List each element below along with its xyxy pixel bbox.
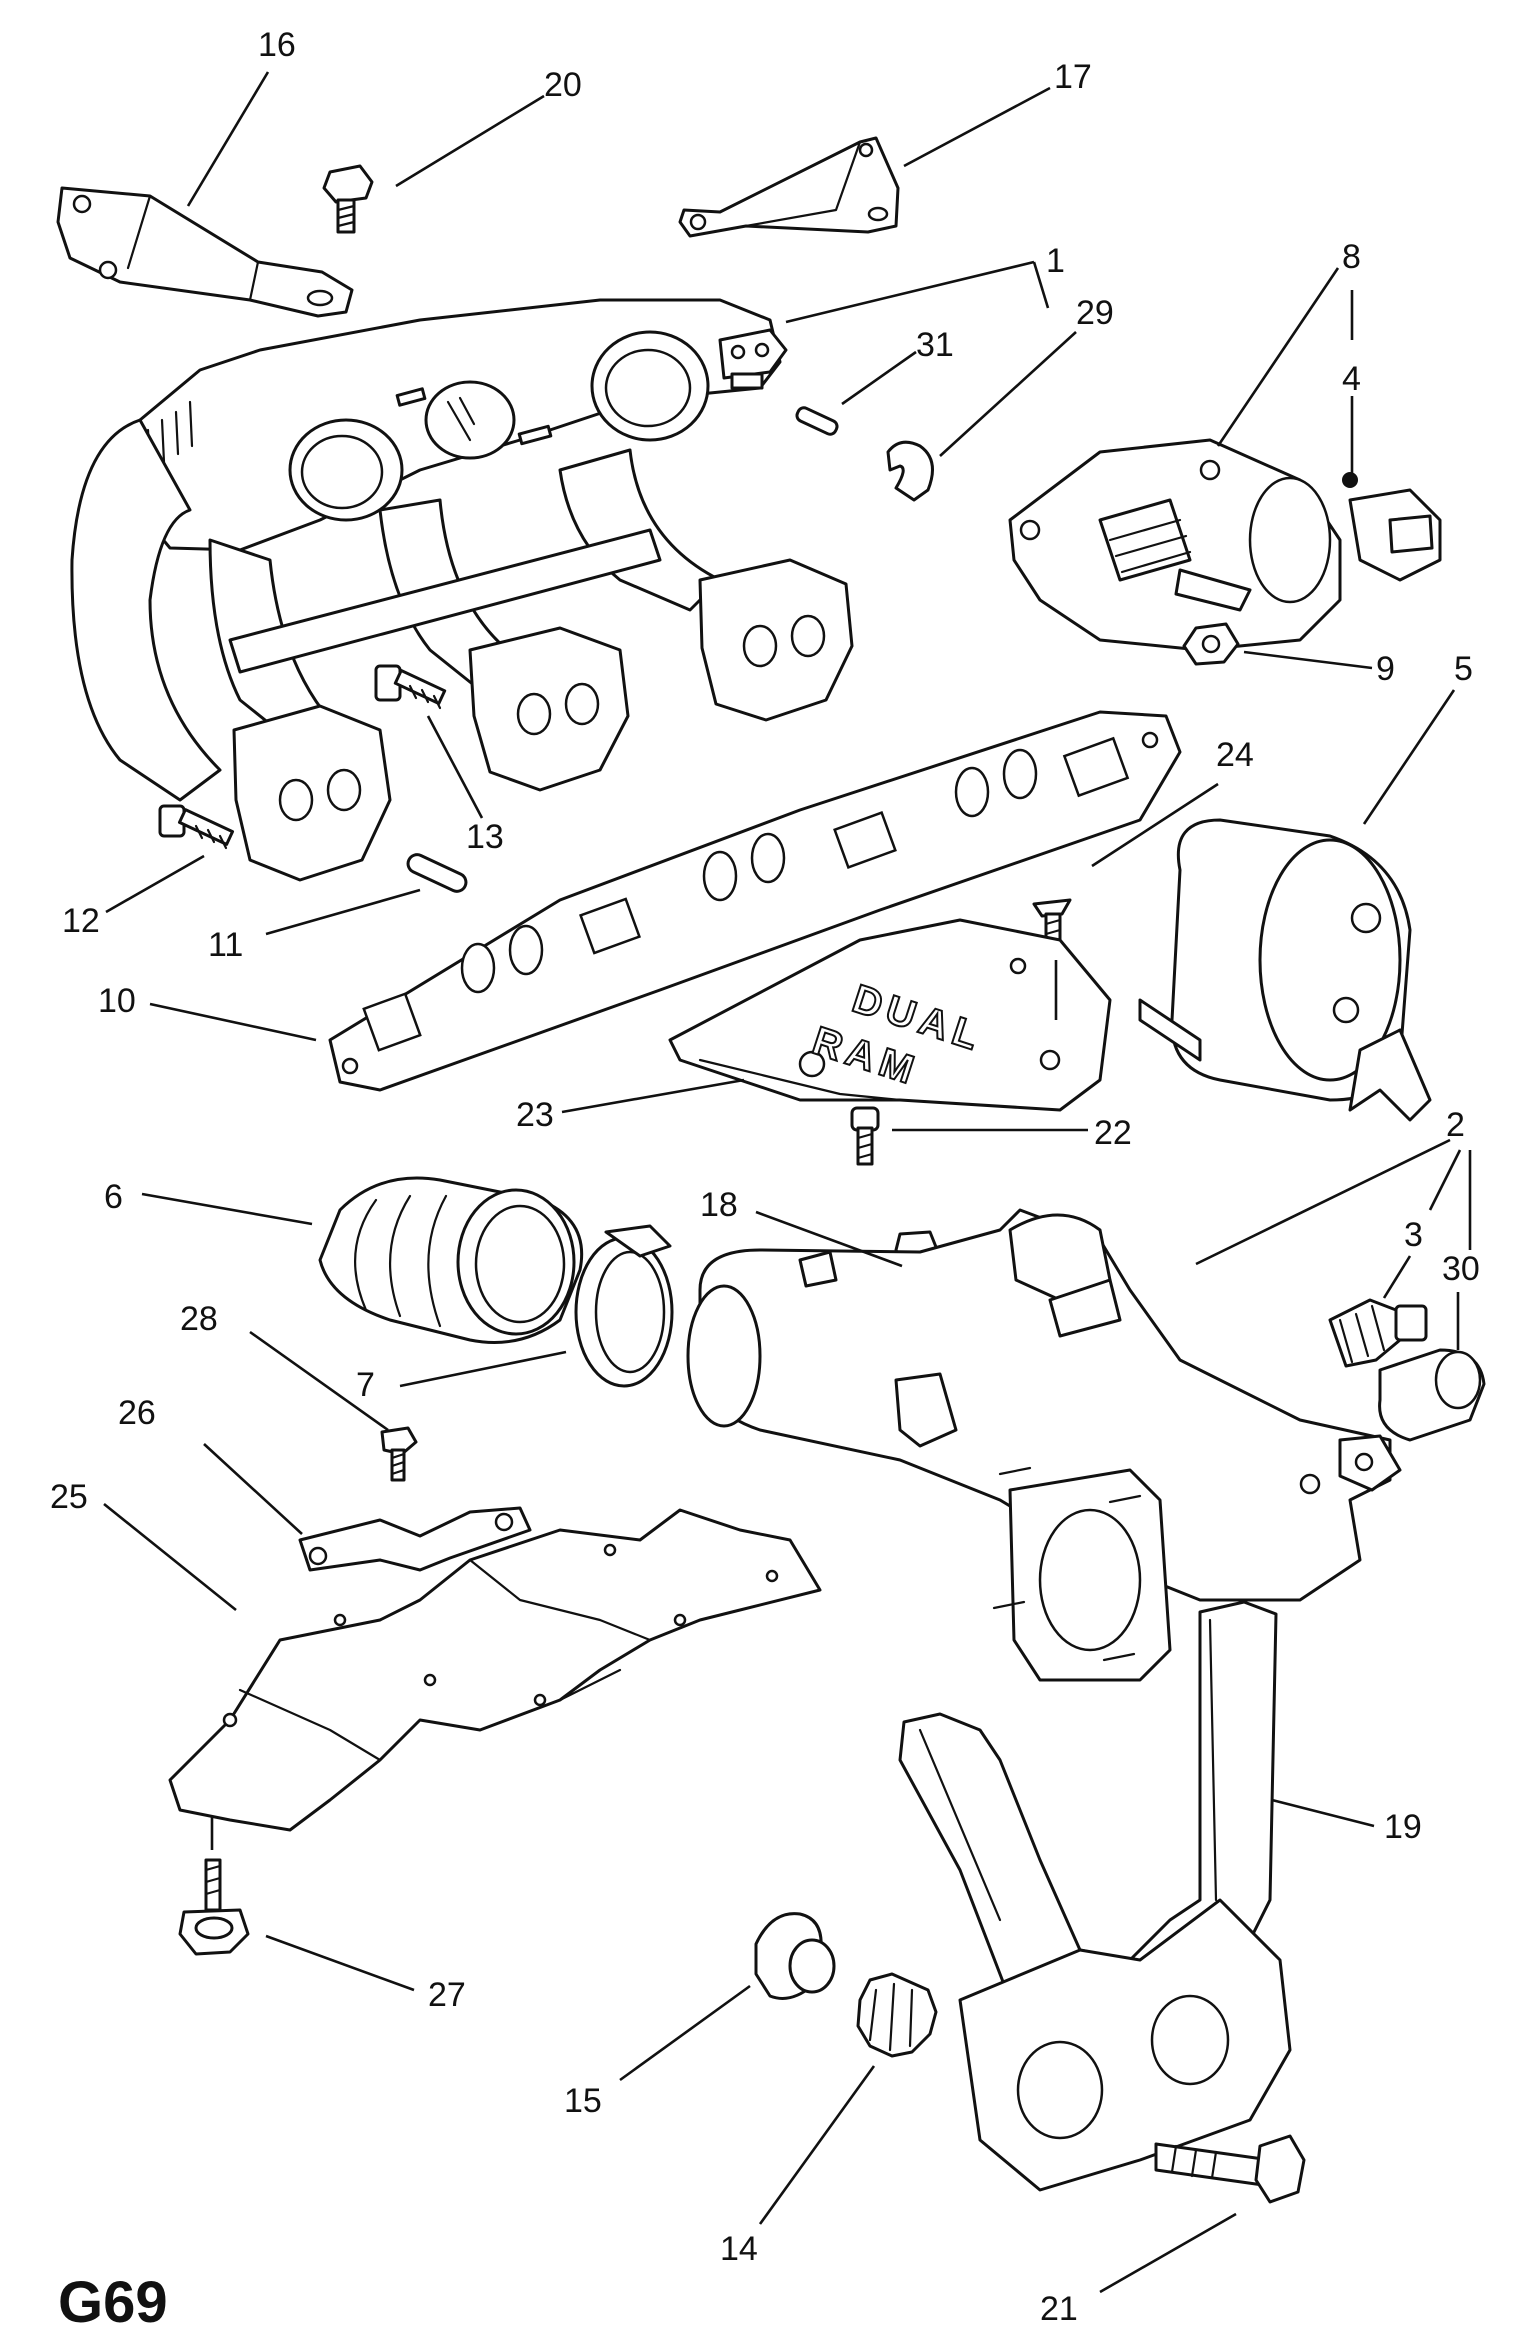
callout-25: 25 (50, 1478, 88, 1516)
leader-17 (903, 86, 1051, 168)
nut-part-9 (1182, 622, 1240, 666)
leader-28 (249, 1330, 389, 1432)
sleeve-part-30 (1378, 1348, 1486, 1442)
callout-12: 12 (62, 902, 100, 940)
callout-30: 30 (1442, 1250, 1480, 1288)
leader-1 (785, 260, 1035, 324)
leader-6 (141, 1192, 313, 1226)
support-bracket-part-19 (898, 1600, 1292, 2192)
leader-27 (265, 1934, 415, 1992)
callout-21: 21 (1040, 2290, 1078, 2328)
leader-31 (841, 350, 917, 406)
callout-28: 28 (180, 1300, 218, 1338)
leader-26 (203, 1443, 303, 1535)
dowel-part-11 (406, 853, 468, 893)
strap-part-26 (298, 1506, 532, 1572)
leader-15 (619, 1984, 751, 2082)
callout-14: 14 (720, 2230, 758, 2268)
leader-10 (149, 1002, 317, 1042)
stud-part-13 (374, 664, 447, 710)
leader-24 (1091, 782, 1219, 868)
leader-2 (1195, 1138, 1451, 1266)
shield-part-25 (168, 1508, 822, 1832)
callout-15: 15 (564, 2082, 602, 2120)
callout-3: 3 (1404, 1216, 1423, 1254)
callout-22: 22 (1094, 1114, 1132, 1152)
canister-part-5 (1138, 818, 1432, 1122)
callout-16: 16 (258, 26, 296, 64)
bolt-part-22 (850, 1106, 880, 1166)
callout-2: 2 (1446, 1106, 1465, 1144)
gasket-part-10 (328, 710, 1182, 1092)
bracket-part-16 (56, 186, 354, 318)
leader-lines (103, 71, 1472, 2294)
leader-20 (395, 94, 545, 188)
leader-29 (939, 331, 1077, 457)
callout-17: 17 (1054, 58, 1092, 96)
callout-19: 19 (1384, 1808, 1422, 1846)
callout-23: 23 (516, 1096, 554, 1134)
leader-3 (1382, 1255, 1412, 1299)
leader-25 (103, 1502, 237, 1612)
hose-part-29 (886, 440, 934, 502)
diagram-identifier: G69 (58, 2270, 168, 2335)
leader-18 (755, 1210, 903, 1268)
nipple-part-3 (1328, 1298, 1428, 1368)
air-box-part-2 (686, 1208, 1402, 1682)
callout-10: 10 (98, 982, 136, 1020)
leader-5 (1362, 689, 1456, 825)
leader-11 (265, 888, 421, 936)
leader-2b (1428, 1149, 1462, 1211)
callout-26: 26 (118, 1394, 156, 1432)
callout-13: 13 (466, 818, 504, 856)
pin-part-31 (795, 406, 839, 436)
leader-9 (1243, 650, 1373, 670)
bolt-part-21 (1154, 2134, 1306, 2204)
hose-clamp-part-7 (574, 1224, 674, 1388)
bush-part-14 (856, 1972, 938, 2058)
callout-31: 31 (916, 326, 954, 364)
throttle-housing-part-8 (1008, 438, 1442, 652)
callout-9: 9 (1376, 650, 1395, 688)
bracket-part-17 (678, 136, 900, 238)
leader-12 (105, 854, 205, 914)
leader-19 (1271, 1798, 1375, 1828)
callout-6: 6 (104, 1178, 123, 1216)
callout-1: 1 (1046, 242, 1065, 280)
callout-27: 27 (428, 1976, 466, 2014)
callout-5: 5 (1454, 650, 1473, 688)
callout-4: 4 (1342, 360, 1361, 398)
leader-21 (1099, 2212, 1237, 2294)
leader-23 (561, 1078, 745, 1114)
callout-18: 18 (700, 1186, 738, 1224)
inlet-manifold-part-1 (70, 298, 854, 882)
callout-24: 24 (1216, 736, 1254, 774)
callout-numbers: 16 20 17 1 31 29 8 4 9 5 24 13 12 11 10 … (50, 26, 1480, 2328)
screw-part-28 (380, 1426, 418, 1482)
bolt-part-20 (322, 164, 374, 234)
leader-1b (1032, 261, 1050, 309)
callout-7: 7 (356, 1366, 375, 1404)
stud-part-12 (158, 804, 235, 850)
leader-8 (1216, 267, 1340, 447)
bush-part-15 (754, 1912, 836, 2000)
leader-16 (186, 71, 270, 207)
callout-11: 11 (208, 926, 243, 964)
leader-14 (758, 2065, 876, 2225)
hose-coupling-part-6 (318, 1176, 584, 1344)
callout-29: 29 (1076, 294, 1114, 332)
callout-20: 20 (544, 66, 582, 104)
bolt-part-27 (178, 1858, 250, 1956)
cover-plate-part-23: DUAL RAM (668, 918, 1112, 1112)
callout-8: 8 (1342, 238, 1361, 276)
leader-7 (399, 1350, 567, 1388)
leader-13 (426, 715, 484, 819)
